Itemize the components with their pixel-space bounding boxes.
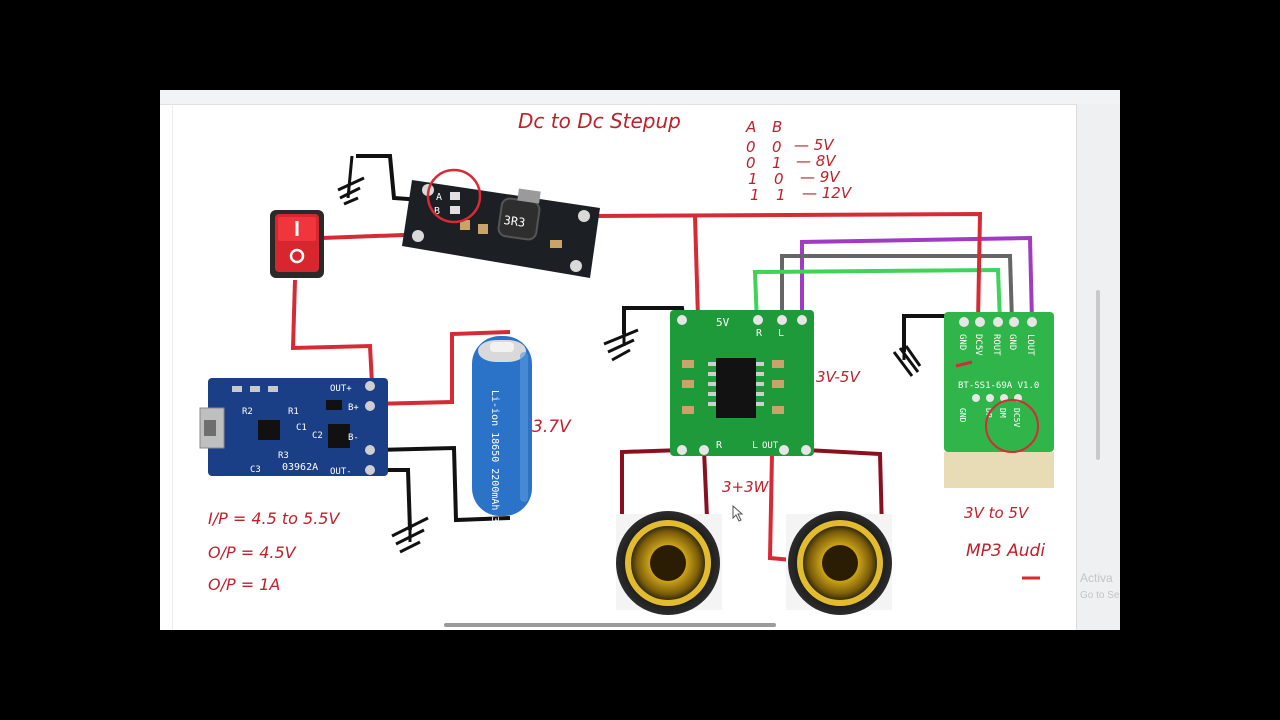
- wire-red-battery: [369, 330, 511, 406]
- amp-pin-l-bottom: L: [752, 440, 758, 451]
- truth-row-2-out: — 9V: [800, 168, 841, 186]
- power-switch[interactable]: [270, 210, 324, 278]
- toolbar-strip: [160, 90, 1120, 105]
- charger-spec-output-current: O/P = 1A: [208, 575, 280, 594]
- wire-gray: [780, 254, 1014, 324]
- charger-mark-r3: R3: [278, 451, 289, 461]
- charger-mark-c2: C2: [312, 431, 323, 441]
- amp-pin-r-bottom: R: [716, 440, 723, 451]
- amp-pin-out-bottom: OUT: [762, 441, 779, 451]
- battery-label: Li-ion 18650 2200mAh 3.7V: [489, 390, 500, 541]
- charger-pin-out-plus: OUT+: [330, 384, 352, 394]
- wire-red-switch-charger: [290, 279, 374, 385]
- charger-pin-b-plus: B+: [348, 403, 359, 413]
- truth-row-1-a: 0: [746, 154, 756, 172]
- horizontal-scrollbar[interactable]: [444, 623, 776, 627]
- ground-icon-bt: [892, 345, 922, 377]
- wire-speaker-right-b: [805, 448, 884, 531]
- amp-voltage-label: 3V-5V: [816, 368, 861, 386]
- inductor-label: 3R3: [503, 213, 526, 230]
- wire-green: [752, 267, 1002, 325]
- bt-pad-gnd: GND: [958, 408, 967, 423]
- amp-power-label: 3+3W: [722, 478, 770, 496]
- circuit-diagram: 3R3 A B OUT+ B+: [199, 109, 1120, 615]
- bt-pin-rout: ROUT: [991, 334, 1001, 356]
- bt-pad-dc5v: DC5V: [1012, 408, 1021, 427]
- wire-black-battery: [373, 445, 511, 523]
- bt-name-label: MP3 Audi: [966, 541, 1045, 561]
- truth-row-1-b: 1: [772, 154, 782, 172]
- ground-icon-charger: [391, 516, 429, 554]
- truth-row-0-out: — 5V: [794, 136, 835, 154]
- wire-black-out: [374, 468, 412, 531]
- truth-row-2-a: 1: [748, 170, 758, 188]
- wire-black-stepup: [356, 154, 423, 202]
- amp-5v-label: 5V: [716, 316, 730, 329]
- charger-board: OUT+ B+ B- OUT- 03962A R2 R1 C1 C2 C3 R3: [199, 378, 388, 477]
- charger-mark-r2: R2: [242, 407, 253, 417]
- truth-table: A B 0 0 — 5V 0 1 — 8V 1 0 — 9V 1 1 — 12V: [745, 118, 853, 204]
- charger-chip-label: 03962A: [282, 462, 318, 473]
- pad-a-label: A: [436, 192, 442, 203]
- bt-pin-gnd-2: GND: [1007, 334, 1017, 350]
- truth-header-b: B: [772, 118, 782, 136]
- battery-voltage-label: 3.7V: [532, 417, 572, 437]
- ground-icon-stepup: [337, 155, 365, 206]
- bt-board-name: BT-SS1-69A V1.0: [958, 381, 1039, 391]
- stepup-title: Dc to Dc Stepup: [518, 109, 681, 133]
- speaker-right: [786, 511, 892, 615]
- truth-row-0-b: 0: [772, 138, 782, 156]
- activate-watermark-line2: Go to Se: [1080, 590, 1120, 601]
- speaker-left: [616, 511, 722, 615]
- activate-watermark-line1: Activa: [1080, 571, 1113, 585]
- battery-18650: Li-ion 18650 2200mAh 3.7V: [472, 336, 532, 541]
- charger-mark-c3: C3: [250, 465, 261, 475]
- bt-voltage-label: 3V to 5V: [964, 504, 1030, 522]
- amp-pin-l-top: L: [778, 328, 784, 339]
- pad-b-label: B: [434, 206, 440, 217]
- mouse-cursor-icon: [732, 504, 744, 522]
- bt-pin-dc5v: DC5V: [973, 334, 983, 356]
- vertical-scrollbar[interactable]: [1096, 290, 1100, 460]
- bluetooth-board: GND DC5V ROUT GND LOUT BT-SS1-69A V1.0 G…: [944, 312, 1054, 488]
- charger-pin-out-minus: OUT-: [330, 467, 352, 477]
- stepup-board: 3R3 A B: [402, 168, 600, 278]
- charger-mark-r1: R1: [288, 407, 299, 417]
- truth-header-a: A: [745, 118, 756, 136]
- bt-pin-lout: LOUT: [1025, 334, 1035, 356]
- whiteboard: 3R3 A B OUT+ B+: [160, 90, 1120, 630]
- charger-spec-output-voltage: O/P = 4.5V: [208, 543, 297, 562]
- page-margin: [172, 104, 173, 630]
- wire-red-stepup-out: [597, 211, 983, 323]
- truth-row-3-out: — 12V: [802, 184, 853, 202]
- charger-pin-b-minus: B-: [348, 433, 359, 443]
- truth-row-2-b: 0: [774, 170, 784, 188]
- truth-row-1-out: — 8V: [796, 152, 837, 170]
- wire-speaker-left-a: [620, 448, 683, 522]
- charger-spec-input: I/P = 4.5 to 5.5V: [208, 509, 340, 528]
- truth-row-3-b: 1: [776, 186, 786, 204]
- amp-pin-r-top: R: [756, 328, 763, 339]
- bt-pad-dm: DM: [998, 408, 1007, 418]
- wire-red-amp-5v: [693, 215, 700, 319]
- truth-row-3-a: 1: [750, 186, 760, 204]
- bt-pin-gnd: GND: [957, 334, 967, 350]
- truth-row-0-a: 0: [746, 138, 756, 156]
- amplifier-board: 5V L R L OUT R: [670, 310, 814, 456]
- wire-purple: [800, 235, 1034, 324]
- charger-mark-c1: C1: [296, 423, 307, 433]
- ground-icon-amp: [603, 328, 639, 362]
